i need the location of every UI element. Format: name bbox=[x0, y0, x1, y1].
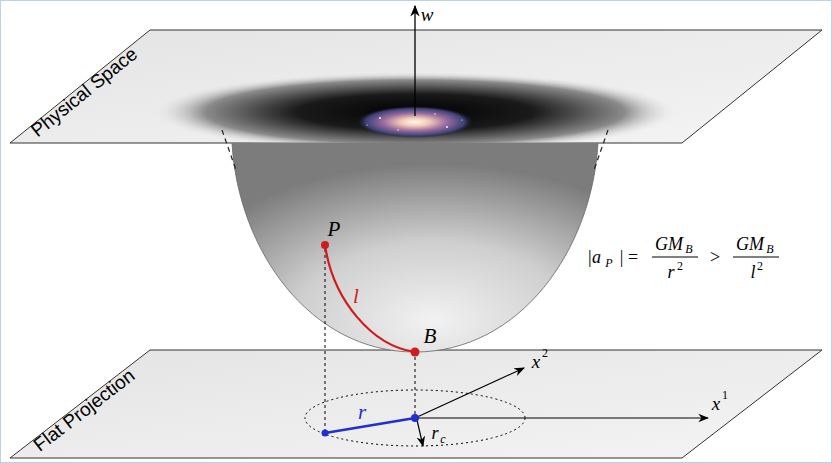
projection-line bbox=[325, 249, 326, 430]
formula-part: |a bbox=[587, 248, 601, 266]
projection-line bbox=[415, 357, 416, 416]
point-b bbox=[411, 348, 420, 357]
star bbox=[379, 117, 381, 119]
subscript: c bbox=[440, 433, 445, 445]
projected-point-p bbox=[322, 430, 329, 437]
x2-axis bbox=[415, 368, 524, 418]
superscript: 1 bbox=[722, 389, 728, 401]
projected-distance bbox=[325, 418, 415, 433]
point-label: B bbox=[424, 326, 437, 347]
projected-point-b bbox=[411, 414, 419, 422]
curved-surface bbox=[232, 143, 598, 352]
star bbox=[446, 126, 448, 128]
distance-label: l bbox=[353, 286, 359, 307]
radius-label: r bbox=[431, 424, 438, 442]
formula-part: > bbox=[710, 248, 720, 266]
superscript: 2 bbox=[677, 260, 683, 272]
formula-part: l bbox=[750, 263, 755, 281]
fraction-bar bbox=[652, 257, 698, 258]
star bbox=[461, 119, 462, 120]
curved-surface-edge bbox=[232, 143, 598, 352]
plane-label: Physical Space bbox=[27, 44, 140, 140]
x1-axis bbox=[415, 417, 708, 418]
plane-label: Flat Projection bbox=[30, 365, 138, 454]
geodesic-curve bbox=[325, 245, 415, 352]
distance-label: r bbox=[358, 402, 366, 423]
fraction-bar bbox=[733, 257, 779, 258]
rc-arrow bbox=[417, 420, 423, 446]
subscript: B bbox=[766, 243, 773, 255]
w-axis bbox=[414, 6, 415, 116]
point-p bbox=[321, 241, 329, 249]
axis-label: w bbox=[421, 5, 434, 24]
subscript: B bbox=[685, 243, 692, 255]
flat-plane bbox=[10, 350, 822, 458]
formula-part: GM bbox=[736, 235, 764, 253]
superscript: 2 bbox=[542, 347, 548, 359]
hidden-edge bbox=[222, 130, 236, 170]
point-label: P bbox=[328, 219, 341, 240]
axis-label: x bbox=[532, 352, 540, 371]
star bbox=[366, 124, 367, 125]
axis-label: x bbox=[712, 394, 720, 413]
formula-part: | = bbox=[620, 248, 638, 266]
formula-part: GM bbox=[655, 235, 683, 253]
star bbox=[434, 113, 435, 114]
hidden-edge bbox=[594, 130, 608, 170]
formula-part: r bbox=[667, 263, 674, 281]
star bbox=[397, 129, 398, 130]
superscript: 2 bbox=[757, 260, 763, 272]
subscript: P bbox=[605, 257, 612, 269]
